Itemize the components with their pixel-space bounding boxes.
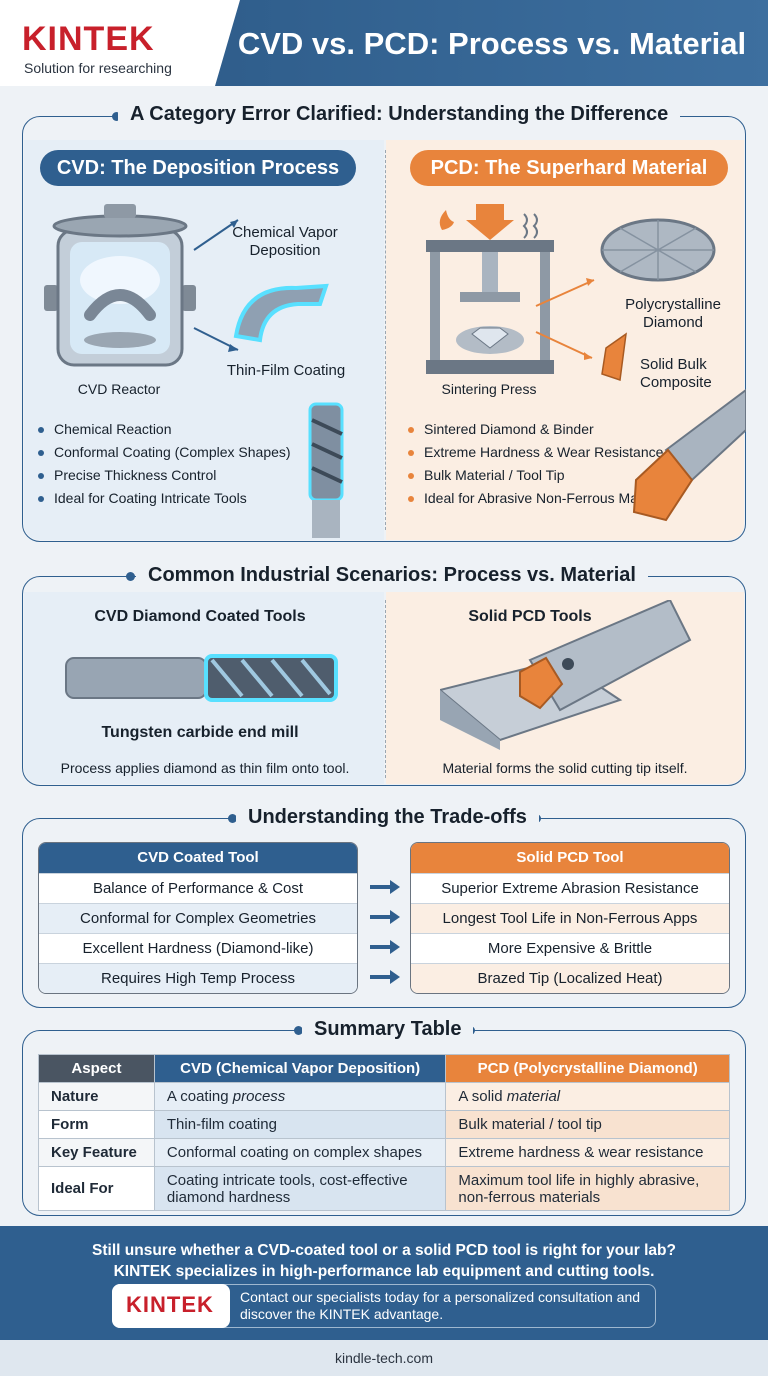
summary-pcd-cell: A solid material — [445, 1082, 730, 1111]
pcd-bullet-list: Sintered Diamond & Binder Extreme Hardne… — [408, 418, 678, 510]
summary-cvd-cell: A coating process — [153, 1082, 447, 1111]
coated-drill-icon — [308, 402, 344, 538]
scenario-cvd-caption: Tungsten carbide end mill — [101, 724, 299, 741]
scenario-pcd-title: Solid PCD Tools — [468, 608, 592, 625]
pcd-bullet: Bulk Material / Tool Tip — [408, 464, 678, 487]
title-dot-left — [294, 1026, 303, 1035]
summary-pcd-cell: Maximum tool life in highly abrasive, no… — [445, 1166, 730, 1211]
table-row: Key Feature Conformal coating on complex… — [38, 1138, 730, 1167]
cvd-bullet: Conformal Coating (Complex Shapes) — [38, 441, 308, 464]
cvd-bullet: Ideal for Coating Intricate Tools — [38, 487, 308, 510]
summary-pcd-cell: Extreme hardness & wear resistance — [445, 1138, 730, 1167]
pcd-tradeoff-row: Superior Extreme Abrasion Resistance — [411, 873, 729, 903]
summary-header-cvd: CVD (Chemical Vapor Deposition) — [153, 1054, 447, 1083]
pcd-arrows-and-products — [535, 218, 716, 381]
brand-tagline: Solution for researching — [24, 60, 172, 76]
pcd-tradeoff-header: Solid PCD Tool — [411, 843, 729, 873]
pcd-tradeoff-table: Solid PCD Tool Superior Extreme Abrasion… — [410, 842, 730, 994]
cvd-tradeoff-header: CVD Coated Tool — [39, 843, 357, 873]
footer-question-line: KINTEK specializes in high-performance l… — [113, 1263, 655, 1280]
cvd-bullet: Precise Thickness Control — [38, 464, 308, 487]
footer-question-line: Still unsure whether a CVD-coated tool o… — [92, 1242, 676, 1259]
scenario-cvd-title: CVD Diamond Coated Tools — [94, 608, 306, 625]
label-cvd-reactor: CVD Reactor — [77, 381, 161, 397]
cvd-reactor-icon — [44, 204, 196, 367]
scenario-divider — [385, 600, 386, 778]
section-difference-title: A Category Error Clarified: Understandin… — [118, 103, 681, 126]
pcd-bullet: Extreme Hardness & Wear Resistance — [408, 441, 678, 464]
brand-logo[interactable]: KINTEK — [22, 20, 155, 58]
title-dot-left — [112, 112, 121, 121]
cvd-tradeoff-row: Excellent Hardness (Diamond-like) — [39, 933, 357, 963]
pcd-heading: PCD: The Superhard Material — [410, 150, 728, 186]
section-summary-title: Summary Table — [302, 1018, 474, 1041]
title-dot-left — [228, 814, 237, 823]
page-title: CVD vs. PCD: Process vs. Material — [237, 26, 747, 61]
summary-header-pcd: PCD (Polycrystalline Diamond) — [445, 1054, 730, 1083]
summary-aspect: Key Feature — [38, 1138, 155, 1167]
label-sintering-press: Sintering Press — [441, 381, 537, 397]
summary-cvd-cell: Thin-film coating — [153, 1110, 447, 1139]
thin-film-coating-icon — [233, 283, 329, 343]
cvd-tradeoff-row: Balance of Performance & Cost — [39, 873, 357, 903]
summary-header-aspect: Aspect — [38, 1054, 155, 1083]
section-scenarios-title: Common Industrial Scenarios: Process vs.… — [136, 564, 648, 587]
label-chemical-vapor-deposition: Chemical Vapor Deposition — [232, 224, 338, 259]
pcd-tool-tip-icon — [632, 388, 746, 522]
scenario-cvd-description: Process applies diamond as thin film ont… — [60, 760, 350, 776]
cvd-bullet-list: Chemical Reaction Conformal Coating (Com… — [38, 418, 308, 510]
cvd-arrows — [193, 219, 239, 352]
summary-cvd-cell: Conformal coating on complex shapes — [153, 1138, 447, 1167]
pcd-tradeoff-row: More Expensive & Brittle — [411, 933, 729, 963]
summary-aspect: Ideal For — [38, 1166, 155, 1211]
tradeoff-arrows — [370, 880, 400, 984]
table-row: Form Thin-film coating Bulk material / t… — [38, 1110, 730, 1139]
label-thin-film-coating: Thin-Film Coating — [226, 362, 346, 379]
pcd-tradeoff-row: Longest Tool Life in Non-Ferrous Apps — [411, 903, 729, 933]
summary-aspect: Nature — [38, 1082, 155, 1111]
cvd-bullet: Chemical Reaction — [38, 418, 308, 441]
end-mill-icon — [65, 654, 338, 702]
title-dot-left — [126, 572, 135, 581]
label-solid-bulk-composite: Solid Bulk Composite — [640, 356, 712, 391]
summary-pcd-cell: Bulk material / tool tip — [445, 1110, 730, 1139]
table-row: Nature A coating process A solid materia… — [38, 1082, 730, 1111]
label-polycrystalline-diamond: Polycrystalline Diamond — [625, 296, 721, 331]
cta-logo-text: KINTEK — [126, 1292, 214, 1317]
scenario-pcd-description: Material forms the solid cutting tip its… — [442, 760, 688, 776]
table-row: Ideal For Coating intricate tools, cost-… — [38, 1166, 730, 1211]
cvd-tradeoff-row: Requires High Temp Process — [39, 963, 357, 993]
summary-aspect: Form — [38, 1110, 155, 1139]
summary-cvd-cell: Coating intricate tools, cost-effective … — [153, 1166, 447, 1211]
cvd-tradeoff-row: Conformal for Complex Geometries — [39, 903, 357, 933]
panel-divider — [385, 150, 386, 530]
summary-table: Aspect CVD (Chemical Vapor Deposition) P… — [38, 1054, 730, 1211]
footer-question: Still unsure whether a CVD-coated tool o… — [0, 1240, 768, 1282]
cvd-heading: CVD: The Deposition Process — [40, 150, 356, 186]
pcd-bullet: Sintered Diamond & Binder — [408, 418, 678, 441]
cta-text[interactable]: Contact our specialists today for a pers… — [240, 1289, 641, 1322]
url-bar — [0, 1340, 768, 1376]
website-link[interactable]: kindle-tech.com — [334, 1350, 434, 1366]
pcd-cutting-tool-icon — [440, 600, 692, 750]
cvd-tradeoff-table: CVD Coated Tool Balance of Performance &… — [38, 842, 358, 994]
cta-logo[interactable]: KINTEK — [112, 1284, 230, 1328]
pcd-tradeoff-row: Brazed Tip (Localized Heat) — [411, 963, 729, 993]
pcd-bullet: Ideal for Abrasive Non-Ferrous Materials — [408, 487, 678, 510]
sintering-press-icon — [426, 204, 554, 374]
section-tradeoffs-title: Understanding the Trade-offs — [236, 806, 539, 829]
logo-panel — [0, 0, 210, 86]
